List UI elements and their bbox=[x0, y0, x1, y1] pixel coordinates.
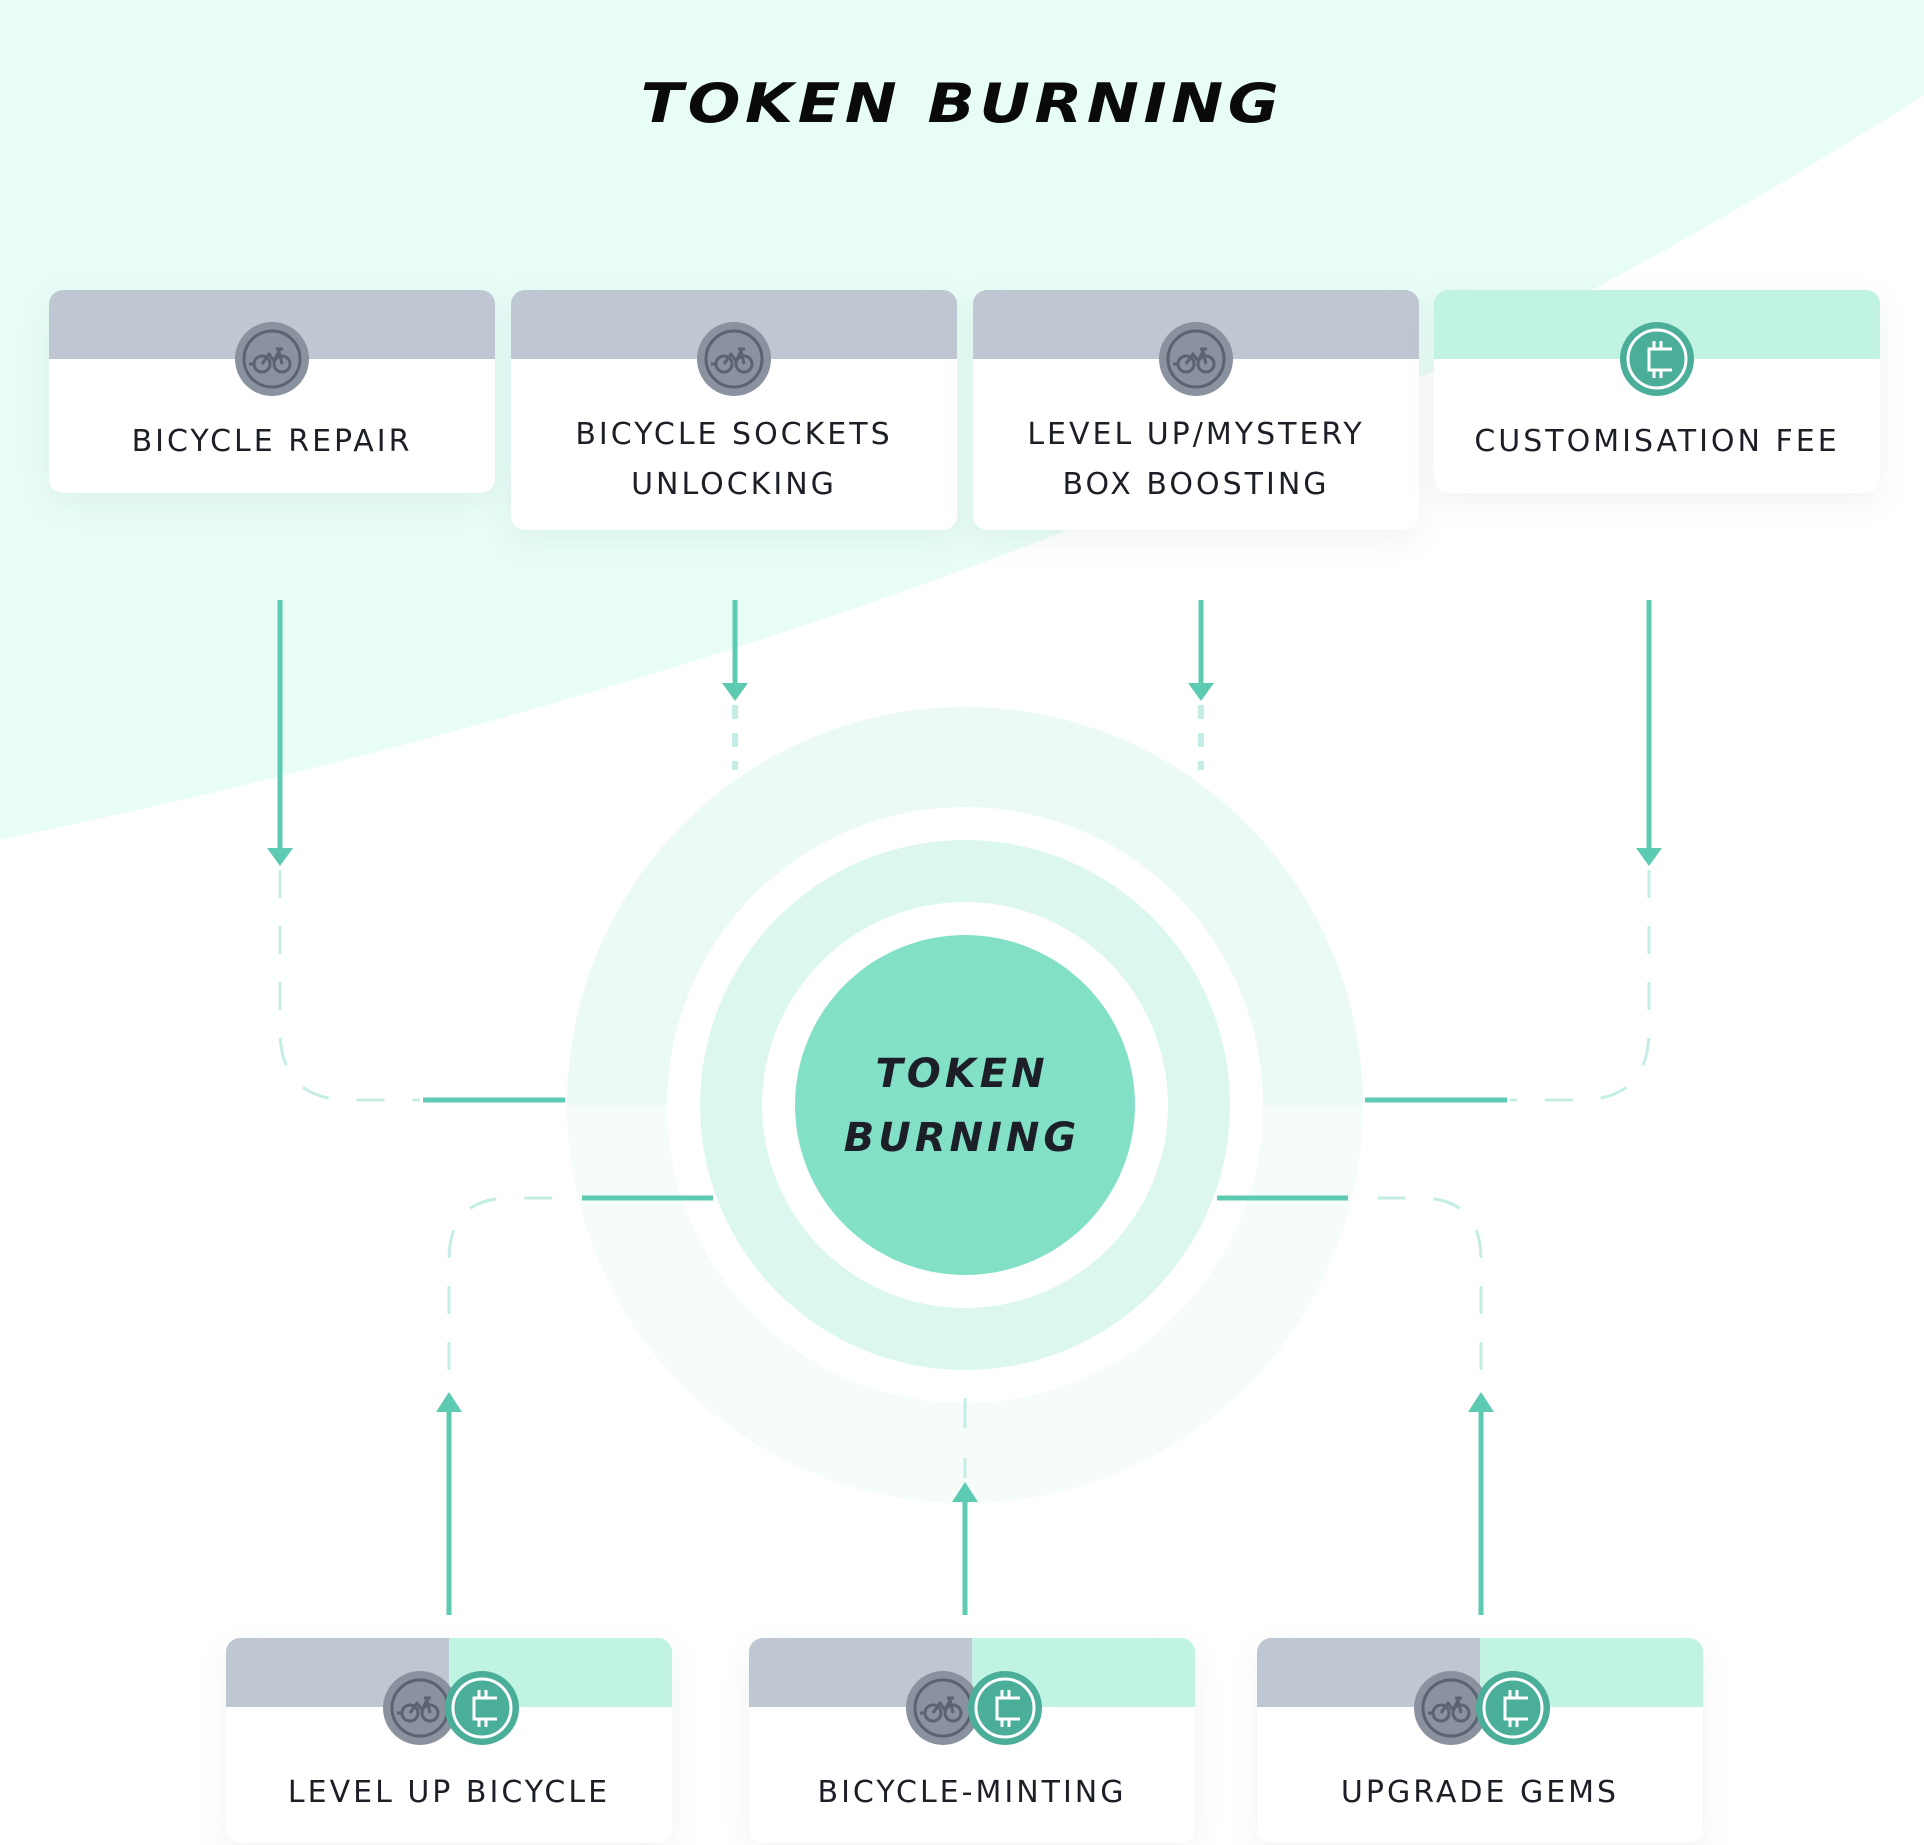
card-label: BICYCLE REPAIR bbox=[131, 424, 413, 459]
card-label: BICYCLE-MINTING bbox=[817, 1775, 1127, 1810]
card-upgrade-gems: UPGRADE GEMS bbox=[1257, 1638, 1703, 1843]
connector-bicycle-sockets bbox=[722, 600, 748, 770]
card-label-line2: BOX BOOSTING bbox=[1062, 467, 1330, 502]
chip-coin-icon bbox=[1619, 321, 1695, 397]
card-label-line2: UNLOCKING bbox=[631, 467, 837, 502]
chip-coin-icon bbox=[1475, 1670, 1551, 1746]
card-bicycle-sockets-unlocking: BICYCLE SOCKETS UNLOCKING bbox=[511, 290, 957, 530]
card-bicycle-repair: BICYCLE REPAIR bbox=[49, 290, 495, 493]
center-label-line1: TOKEN bbox=[875, 1051, 1049, 1097]
page-title: TOKEN BURNING bbox=[640, 72, 1284, 135]
connector-bicycle-repair bbox=[267, 600, 565, 1103]
connector-bicycle-minting bbox=[952, 1398, 978, 1615]
center-label-line2: BURNING bbox=[843, 1115, 1081, 1161]
bicycle-coin-icon bbox=[905, 1670, 981, 1746]
background-swoosh bbox=[0, 0, 1924, 840]
card-level-up-bicycle: LEVEL UP BICYCLE bbox=[226, 1638, 672, 1843]
chip-coin-icon bbox=[967, 1670, 1043, 1746]
card-label-line1: LEVEL UP/MYSTERY bbox=[1027, 417, 1365, 452]
bicycle-coin-icon bbox=[234, 321, 310, 397]
bicycle-coin-icon bbox=[696, 321, 772, 397]
bicycle-coin-icon bbox=[1158, 321, 1234, 397]
bicycle-coin-icon bbox=[382, 1670, 458, 1746]
connector-upgrade-gems bbox=[1217, 1195, 1494, 1615]
card-label: UPGRADE GEMS bbox=[1340, 1775, 1620, 1810]
card-label: LEVEL UP BICYCLE bbox=[287, 1775, 611, 1810]
connector-level-up-mystery bbox=[1188, 600, 1214, 770]
card-customisation-fee: CUSTOMISATION FEE bbox=[1434, 290, 1880, 493]
card-bicycle-minting: BICYCLE-MINTING bbox=[749, 1638, 1195, 1843]
chip-coin-icon bbox=[444, 1670, 520, 1746]
connector-level-up-bicycle bbox=[436, 1195, 713, 1615]
card-label: CUSTOMISATION FEE bbox=[1474, 424, 1840, 459]
card-level-up-mystery-box-boosting: LEVEL UP/MYSTERY BOX BOOSTING bbox=[973, 290, 1419, 530]
card-label-line1: BICYCLE SOCKETS bbox=[575, 417, 893, 452]
token-burning-core bbox=[795, 935, 1135, 1275]
connector-customisation-fee bbox=[1365, 600, 1662, 1103]
